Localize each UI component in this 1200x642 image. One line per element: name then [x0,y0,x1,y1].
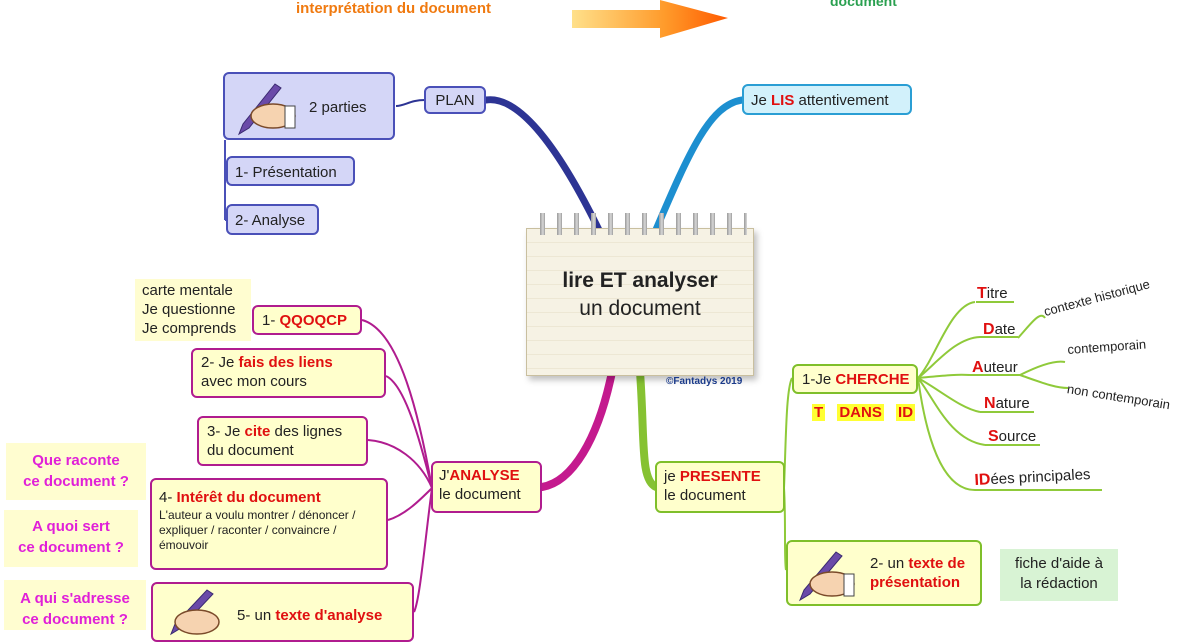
notepad-spiral [533,213,747,235]
mnemonic-t: T [812,404,826,421]
criterion-nature: Nature [984,395,1030,413]
step-1-pre: 1- [262,312,280,329]
plan-node[interactable]: PLAN [424,86,486,114]
analyse-prefix: J' [439,467,450,484]
writing-hand-icon [798,551,855,602]
step-4-strong: Intérêt du document [176,489,321,506]
question-line: Que raconte [32,452,120,469]
analyse-step-3[interactable]: 3- Je cite des lignes du document [197,416,368,466]
texte-presentation-node[interactable]: 2- un texte de présentation [786,540,982,606]
mnemonic: T DANS ID [812,404,916,421]
cherche-node[interactable]: 1-Je CHERCHE [792,364,918,394]
presente-line2: le document [664,487,746,504]
aide-line: la rédaction [1020,575,1098,592]
plan-item-analyse[interactable]: 2- Analyse [226,204,319,235]
texte-strong: texte de [908,555,966,572]
mnemonic-dans: DANS [837,404,884,421]
lis-strong: LIS [771,92,795,109]
step-3-post: des lignes [270,423,343,440]
analyse-step-4[interactable]: 4- Intérêt du document L'auteur a voulu … [150,478,388,570]
criterion-rest: ate [994,321,1016,338]
step-2-line2: avec mon cours [201,373,307,390]
criterion-source: Source [988,428,1036,446]
criterion-auteur: Auteur [972,359,1018,377]
qqoqcp-note: Je comprends [142,320,237,337]
plan-label: PLAN [435,92,475,109]
header-right-text: document [830,0,897,9]
criterion-cap: D [983,321,995,338]
texte-strong2: présentation [870,574,961,591]
lis-node[interactable]: Je LIS attentivement [742,84,912,115]
analyse-link [538,368,616,491]
analyse-step-1[interactable]: 1- QQOQCP [252,305,362,335]
plan-link [482,96,604,236]
credit-text: ©Fantadys 2019 [666,376,743,387]
criterion-rest: ource [998,428,1037,445]
step-2-strong: fais des liens [238,354,333,371]
mnemonic-id: ID [896,404,916,421]
analyse-strong: ANALYSE [449,467,520,484]
center-title: lire ET analyser [562,269,718,292]
analyse-step-2[interactable]: 2- Je fais des liens avec mon cours [191,348,386,398]
qqoqcp-note: carte mentale [142,282,233,299]
criterion-rest: itre [986,285,1008,302]
question-line: ce document ? [18,539,124,556]
plan-parts-node[interactable]: 2 parties [223,72,395,140]
aide-redaction-note: fiche d'aide à la rédaction [1000,549,1118,601]
header-left-text: interprétation du document [296,0,491,17]
step-3-line2: du document [207,442,294,459]
question-line: ce document ? [22,611,128,628]
question-line: ce document ? [23,473,129,490]
plan-item-analyse-label: 2- Analyse [235,212,306,229]
center-notepad: lire ET analyser un document [526,213,754,376]
analyse-node[interactable]: J'ANALYSE le document [431,461,542,513]
analyse-line2: le document [439,486,521,503]
criterion-cap: S [988,428,999,445]
criterion-date: Date [983,321,1015,339]
lis-link [651,96,746,236]
analyse-step-5[interactable]: 5- un texte d'analyse [151,582,414,642]
texte-pre: 2- un [870,555,909,572]
center-subtitle: un document [579,297,701,320]
criterion-cap: ID [974,471,991,490]
step-3-pre: 3- Je [207,423,245,440]
writing-hand-icon [237,83,296,136]
plan-item-presentation[interactable]: 1- Présentation [226,156,355,186]
step-2-pre: 2- Je [201,354,239,371]
aide-line: fiche d'aide à [1015,555,1103,572]
question-box: A quoi sert ce document ? [4,510,138,567]
cherche-pre: 1-Je [802,371,836,388]
step-4-detail: L'auteur a voulu montrer / dénoncer / ex… [159,508,356,552]
step-1-strong: QQOQCP [279,312,348,329]
step-5-strong: texte d'analyse [275,607,383,624]
plan-item-presentation-label: 1- Présentation [235,164,337,181]
arrow-icon [572,0,728,38]
presente-prefix: je [664,468,680,485]
criterion-cap: A [972,359,984,376]
criterion-rest: ature [995,395,1030,412]
step-5-pre: 5- un [237,607,276,624]
presente-link [636,368,660,491]
criterion-titre: Titre [977,285,1008,303]
step-3-strong: cite [244,423,271,440]
criterion-cap: T [977,285,987,302]
presente-node[interactable]: je PRESENTE le document [655,461,785,513]
step-4-pre: 4- [159,489,177,506]
lis-prefix: Je [751,92,772,109]
criterion-rest: uteur [983,359,1018,376]
question-line: A qui s'adresse [20,590,130,607]
qqoqcp-note: Je questionne [142,301,236,318]
qqoqcp-notes: carte mentale Je questionne Je comprends [135,279,251,341]
plan-parts-label: 2 parties [309,99,367,116]
lis-suffix: attentivement [794,92,889,109]
cherche-strong: CHERCHE [835,371,910,388]
question-line: A quoi sert [32,518,110,535]
writing-hand-icon [169,589,220,636]
criterion-cap: N [984,395,996,412]
question-box: Que raconte ce document ? [6,443,146,500]
presente-strong: PRESENTE [679,468,761,485]
question-box: A qui s'adresse ce document ? [4,580,146,630]
